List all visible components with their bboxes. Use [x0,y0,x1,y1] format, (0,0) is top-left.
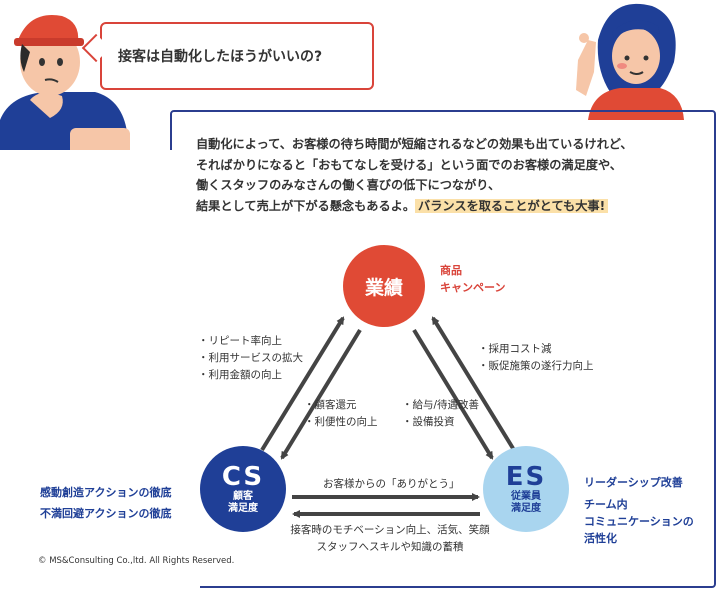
answer-text: 自動化によって、お客様の待ち時間が短縮されるなどの効果も出ているけれど、 それば… [196,134,701,216]
side-item: コミュニケーションの [584,515,694,528]
answer-line-3: 働くスタッフのみなさんの働く喜びの低下につながり、 [196,178,501,192]
es-sub-1: 従業員 [511,491,541,502]
es-label: ES [505,462,547,492]
side-item: 不満回避アクションの徹底 [40,507,172,520]
es-to-top-label: ・採用コスト減 ・販促施策の遂行力向上 [478,341,594,375]
balance-highlight: バランスを取ることがとても大事! [415,198,609,213]
label-item: ・リピート率向上 [198,335,282,347]
answer-last-line: 結果として売上が下がる懸念もあるよ。 [196,198,416,213]
arrow-top-to-es [412,328,494,460]
cs-sub-2: 満足度 [228,503,258,514]
label-item: スタッフへスキルや知識の蓄積 [316,541,464,553]
cs-sub-1: 顧客 [233,491,253,502]
side-item: キャンペーン [440,281,506,294]
side-item: チーム内 [584,498,628,511]
panel-left-cover [0,150,200,590]
cs-to-top-label: ・リピート率向上 ・利用サービスの拡大 ・利用金額の向上 [198,333,303,384]
label-item: ・設備投資 [402,416,455,428]
answer-line-1: 自動化によって、お客様の待ち時間が短縮されるなどの効果も出ているけれど、 [196,137,633,151]
label-item: ・販促施策の遂行力向上 [478,360,594,372]
side-item: 感動創造アクションの徹底 [40,486,172,499]
es-to-cs-label: 接客時のモチベーション向上、活気、笑顔 スタッフへスキルや知識の蓄積 [286,522,494,556]
label-item: ・利便性の向上 [304,416,378,428]
side-item: 商品 [440,264,462,277]
arrow-es-to-top [431,316,516,452]
cs-side-text: 感動創造アクションの徹底 不満回避アクションの徹底 [40,484,171,522]
top-to-es-label: ・給与/待遇改善 ・設備投資 [402,397,479,431]
label-item: ・採用コスト減 [478,343,552,355]
performance-label: 業績 [364,276,403,299]
performance-node: 業績 [343,245,425,327]
top-to-cs-label: ・顧客還元 ・利便性の向上 [304,397,378,431]
cs-to-es-label: お客様からの「ありがとう」 [323,478,460,490]
answer-line-4: 結果として売上が下がる懸念もあるよ。バランスを取ることがとても大事! [196,196,701,217]
question-text: 接客は自動化したほうがいいの? [118,49,323,65]
es-side-text-1: リーダーシップ改善 [584,476,683,489]
es-side-text-2: チーム内 コミュニケーションの 活性化 [584,496,694,547]
arrow-cs-to-top [260,316,345,452]
side-item: 活性化 [584,532,617,545]
performance-side-text: 商品 キャンペーン [440,262,505,296]
label-item: ・給与/待遇改善 [402,399,480,411]
cs-label: CS [221,462,265,492]
label-item: ・顧客還元 [304,399,357,411]
cs-node: CS 顧客 満足度 [200,446,286,532]
es-node: ES 従業員 満足度 [483,446,569,532]
answer-line-2: そればかりになると「おもてなしを受ける」という面でのお客様の満足度や、 [196,157,622,172]
woman-illustration [576,3,684,120]
es-sub-2: 満足度 [511,503,541,514]
label-item: 接客時のモチベーション向上、活気、笑顔 [290,524,490,536]
label-item: ・利用サービスの拡大 [198,352,303,364]
arrow-top-to-cs [280,328,362,460]
copyright: © MS&Consulting Co.,ltd. All Rights Rese… [38,556,235,566]
label-item: ・利用金額の向上 [198,369,282,381]
question-bubble [100,22,374,90]
